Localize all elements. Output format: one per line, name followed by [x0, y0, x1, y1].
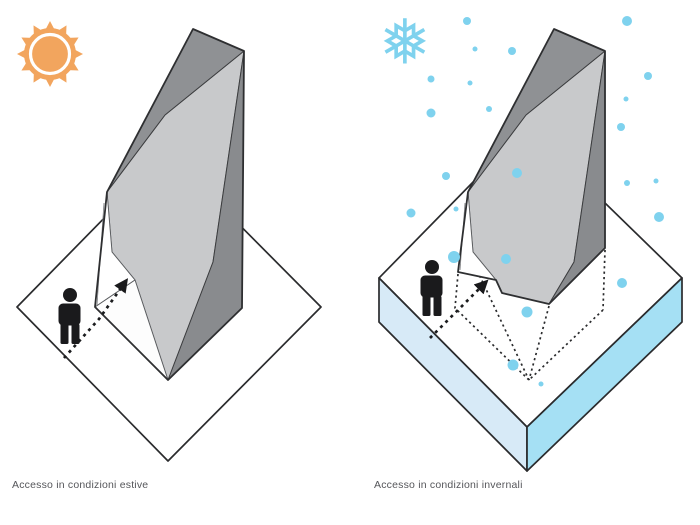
tower	[94, 28, 245, 381]
snowflake-icon: ❅	[379, 6, 431, 79]
winter-panel: ❅	[350, 0, 700, 525]
winter-diagram: ❅	[378, 6, 683, 472]
snow-block	[378, 126, 683, 472]
caption-summer: Accesso in condizioni estive	[12, 479, 149, 491]
tower-buried-outline	[454, 249, 606, 381]
caption-winter: Accesso in condizioni invernali	[374, 479, 523, 491]
tower	[457, 28, 606, 305]
sun-icon	[17, 21, 83, 87]
summer-diagram	[16, 21, 322, 462]
snow-dots	[406, 16, 664, 387]
person-icon	[420, 260, 443, 316]
summer-panel	[16, 21, 322, 462]
person-icon	[58, 288, 81, 344]
access-path-arrow	[62, 278, 129, 359]
